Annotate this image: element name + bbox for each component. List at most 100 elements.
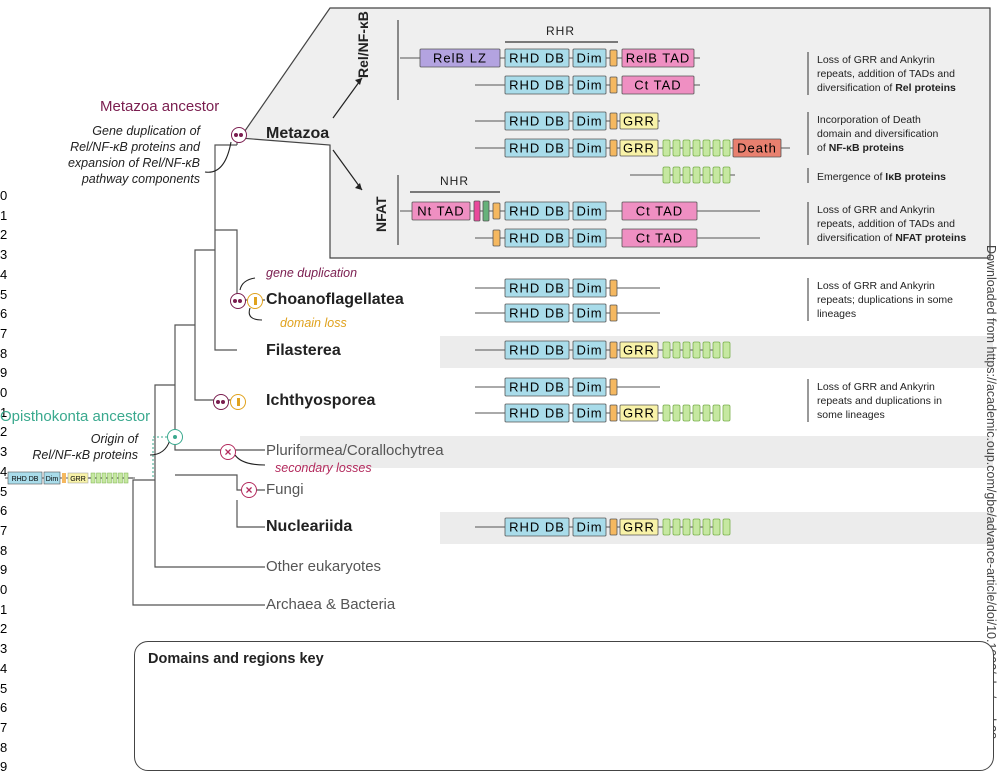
- opisthokonta-ancestor-label: Opisthokonta ancestor: [0, 408, 151, 425]
- nhr-label: NHR: [440, 174, 469, 188]
- rhd-db-domain-label: RHD DB: [509, 520, 565, 535]
- rhd-db-domain: [504, 403, 570, 423]
- rhd-db-domain-label: RHD DB: [509, 306, 565, 321]
- dim-domain-label: Dim: [576, 78, 602, 93]
- rhd-db-domain-label: RHD DB: [509, 204, 565, 219]
- nls-motif: [62, 473, 66, 483]
- line-number: 3: [0, 641, 8, 657]
- dim-domain: [43, 471, 61, 485]
- nt-tad-domain: [411, 201, 471, 221]
- rhd-db-domain: [504, 75, 570, 95]
- group-rel-nfkb: Rel/NF-κB: [355, 11, 371, 78]
- note-ikb: Emergence of IκB proteins: [817, 171, 946, 183]
- ankyrin-repeat: [712, 166, 721, 184]
- ankyrin-repeat: [107, 472, 112, 484]
- line-number: 7: [0, 522, 8, 538]
- line-number: 5: [0, 286, 8, 302]
- line-number: 1: [0, 207, 8, 223]
- line-number: 6: [0, 700, 8, 716]
- line-number: 0: [0, 582, 8, 597]
- taxon-metazoa: Metazoa: [266, 125, 330, 142]
- grr-region: [619, 518, 659, 536]
- grr-region-label: GRR: [623, 114, 655, 129]
- dim-domain: [572, 201, 607, 221]
- rhd-db-domain: [504, 228, 570, 248]
- dim-domain: [572, 340, 607, 360]
- dim-domain-label: Dim: [576, 141, 602, 156]
- secondary-loss-icon: ×: [220, 444, 236, 460]
- dim-domain: [572, 377, 607, 397]
- taxon-fungi: Fungi: [266, 481, 304, 498]
- grr-region-label: GRR: [623, 520, 655, 535]
- line-number: 7: [0, 325, 8, 341]
- line-number: 0: [0, 188, 8, 203]
- line-number: 4: [0, 266, 8, 282]
- line-number: 4: [0, 660, 8, 676]
- rhd-db-domain-label: RHD DB: [509, 51, 565, 66]
- line-number: 1: [0, 404, 8, 420]
- nls-motif: [492, 229, 501, 247]
- ankyrin-repeat: [662, 341, 671, 359]
- taxon-pluriformea: Pluriformea/Corallochytrea: [266, 442, 444, 459]
- rhd-db-domain: [504, 517, 570, 537]
- dim-domain-label: Dim: [46, 476, 59, 483]
- tad-domain: [621, 75, 695, 95]
- line-number: 1: [0, 601, 8, 617]
- tad-domain-label: Ct TAD: [634, 78, 681, 93]
- dim-domain-label: Dim: [576, 380, 602, 395]
- dim-domain-label: Dim: [576, 406, 602, 421]
- ankyrin-repeat: [662, 166, 671, 184]
- tad-domain-label: RelB TAD: [626, 51, 691, 66]
- dim-domain: [572, 403, 607, 423]
- ankyrin-repeat: [101, 472, 107, 484]
- ankyrin-repeat: [702, 166, 711, 184]
- rhd-db-domain: [504, 278, 570, 298]
- dim-domain: [572, 228, 607, 248]
- gene-duplication-icon: [231, 127, 247, 143]
- ankyrin-repeat: [672, 166, 681, 184]
- secondary-losses-label: secondary losses: [275, 461, 372, 475]
- grr-region-label: GRR: [623, 343, 655, 358]
- dim-domain: [572, 517, 607, 537]
- domain-loss-icon: [230, 394, 246, 410]
- ankyrin-repeat: [722, 166, 731, 184]
- ankyrin-repeat: [123, 472, 129, 484]
- nls-motif: [609, 112, 618, 130]
- pxixit-motif: [473, 200, 481, 222]
- ankyrin-repeat: [662, 404, 671, 422]
- grr-region: [619, 112, 659, 130]
- lxvp-motif: [482, 200, 490, 222]
- nls-motif: [609, 304, 618, 322]
- ankyrin-repeat: [682, 139, 691, 157]
- nls-motif: [609, 76, 618, 94]
- rhd-db-domain-label: RHD DB: [509, 114, 565, 129]
- grr-region: [619, 139, 659, 157]
- ankyrin-repeat: [692, 404, 701, 422]
- line-number: 2: [0, 424, 8, 440]
- ankyrin-repeat: [90, 472, 96, 484]
- ankyrin-repeat: [702, 139, 711, 157]
- grr-region-label: GRR: [623, 141, 655, 156]
- line-number: 3: [0, 444, 8, 460]
- protein-architectures: RelB LZ RHD DB Dim RelB TAD RHD DB Dim Ct TAD R…: [5, 48, 790, 537]
- nls-motif: [609, 49, 618, 67]
- relb-lz-domain-label: RelB LZ: [433, 51, 487, 66]
- grr-region: [619, 404, 659, 422]
- metazoa-arrows: [332, 77, 363, 191]
- line-number: 8: [0, 739, 8, 755]
- rhd-db-domain-label: RHD DB: [509, 343, 565, 358]
- ankyrin-repeat: [662, 518, 671, 536]
- ankyrin-repeat: [672, 341, 681, 359]
- line-number: 2: [0, 621, 8, 637]
- dim-domain-label: Dim: [576, 306, 602, 321]
- ankyrin-repeat: [692, 518, 701, 536]
- dim-domain: [572, 138, 607, 158]
- line-number: 3: [0, 247, 8, 263]
- rhd-db-domain-label: RHD DB: [509, 78, 565, 93]
